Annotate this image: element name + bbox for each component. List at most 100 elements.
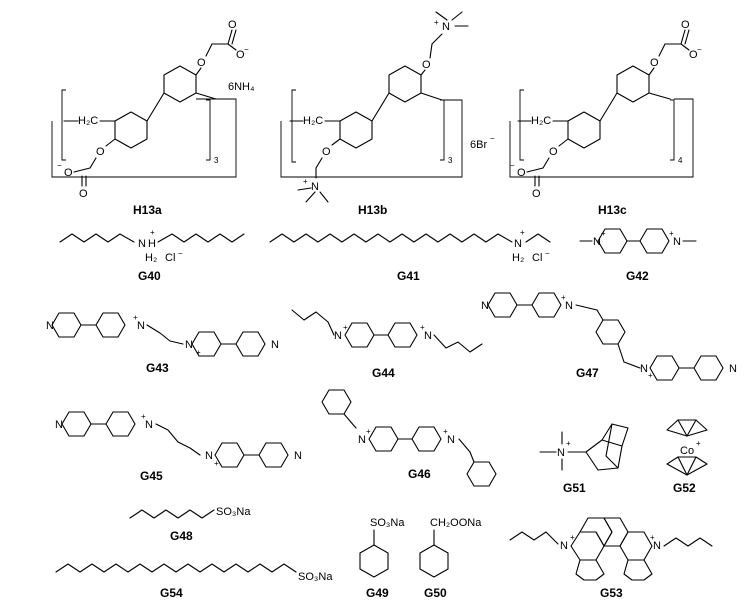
h13b-ammonium-top: N bbox=[442, 21, 450, 33]
g47-nitrogen-1: N bbox=[481, 300, 489, 312]
structure-g42: N + N + G42 bbox=[579, 228, 697, 283]
structure-g49: SO₃Na G49 bbox=[359, 517, 405, 600]
svg-text:H₂: H₂ bbox=[145, 252, 157, 264]
h13a-methylene: H₂C bbox=[78, 115, 98, 127]
label-h13a: H13a bbox=[133, 203, 162, 217]
structure-g41: N + H₂ Cl − G41 bbox=[269, 228, 551, 283]
h13b-oxygen-bottom: O bbox=[322, 146, 331, 158]
h13c-carboxylate-oxygen: O bbox=[689, 49, 698, 61]
g48-sulfonate: SO₃Na bbox=[216, 506, 251, 518]
label-g52: G52 bbox=[673, 481, 696, 495]
svg-text:4: 4 bbox=[678, 156, 683, 165]
svg-text:+: + bbox=[601, 229, 606, 238]
g45-nitrogen-4: N bbox=[294, 450, 302, 462]
label-g40: G40 bbox=[138, 269, 161, 283]
g44-nitrogen-right: N bbox=[424, 330, 432, 342]
label-g44: G44 bbox=[372, 366, 395, 380]
h13c-oxygen-bottom: O bbox=[549, 146, 558, 158]
g46-nitrogen-left: N bbox=[358, 434, 366, 446]
svg-text:+: + bbox=[366, 427, 371, 436]
h13b-methylene: H₂C bbox=[303, 115, 323, 127]
structure-g45: N N + N + N G45 bbox=[55, 411, 302, 483]
label-h13b: H13b bbox=[358, 203, 387, 217]
svg-text:+: + bbox=[696, 439, 701, 448]
h13a-lower-carboxylate-oxygen: O bbox=[64, 167, 73, 179]
svg-text:+: + bbox=[648, 371, 653, 380]
label-g53: G53 bbox=[600, 586, 623, 600]
svg-text:+: + bbox=[150, 228, 155, 237]
svg-text:−: − bbox=[510, 161, 515, 170]
h13a-oxygen-top: O bbox=[197, 57, 206, 69]
h13c-carbonyl-oxygen: O bbox=[681, 19, 690, 31]
structure-g47: N N + N + N G47 bbox=[481, 292, 737, 381]
svg-text:+: + bbox=[343, 323, 348, 332]
g50-carboxylate: CH₂OONa bbox=[430, 517, 482, 529]
label-g43: G43 bbox=[146, 361, 169, 375]
svg-text:+: + bbox=[303, 177, 308, 186]
structure-g48: SO₃Na G48 bbox=[129, 506, 251, 543]
g42-nitrogen-right: N bbox=[673, 236, 681, 248]
svg-text:+: + bbox=[566, 439, 571, 448]
structure-g46: N + N + G46 bbox=[321, 389, 497, 487]
g41-chloride: Cl bbox=[532, 252, 542, 264]
h13a-carboxylate-oxygen: O bbox=[236, 49, 245, 61]
structure-h13c: O O O − H₂C O O O − 4 H13c bbox=[509, 19, 702, 217]
g47-nitrogen-3: N bbox=[640, 363, 648, 375]
structure-g53: N + N + G53 bbox=[509, 517, 713, 600]
g47-nitrogen-2: N bbox=[565, 300, 573, 312]
g44-nitrogen-left: N bbox=[334, 330, 342, 342]
label-g48: G48 bbox=[170, 529, 193, 543]
g43-nitrogen-1: N bbox=[46, 320, 54, 332]
g54-sulfonate: SO₃Na bbox=[298, 571, 333, 583]
h13c-oxygen-top: O bbox=[650, 57, 659, 69]
svg-text:−: − bbox=[490, 134, 495, 143]
svg-text:+: + bbox=[650, 533, 655, 542]
svg-text:+: + bbox=[214, 459, 219, 468]
g40-chloride: Cl bbox=[165, 252, 175, 264]
svg-text:+: + bbox=[141, 412, 146, 421]
g53-nitrogen-right: N bbox=[653, 540, 661, 552]
svg-text:H₂: H₂ bbox=[512, 252, 524, 264]
svg-text:−: − bbox=[697, 45, 702, 54]
g40-nitrogen: N bbox=[138, 238, 146, 250]
label-g47: G47 bbox=[576, 366, 599, 380]
g41-nitrogen: N bbox=[514, 238, 522, 250]
g43-nitrogen-3: N bbox=[185, 339, 193, 351]
label-g42: G42 bbox=[626, 269, 649, 283]
h13c-methylene: H₂C bbox=[531, 115, 551, 127]
h13a-carbonyl-oxygen: O bbox=[228, 19, 237, 31]
svg-text:−: − bbox=[57, 161, 62, 170]
svg-text:+: + bbox=[669, 229, 674, 238]
g43-nitrogen-2: N bbox=[137, 320, 145, 332]
svg-text:+: + bbox=[434, 18, 439, 27]
g42-nitrogen-left: N bbox=[593, 236, 601, 248]
h13b-counterion: 6Br bbox=[470, 139, 487, 151]
svg-text:+: + bbox=[570, 533, 575, 542]
label-g45: G45 bbox=[140, 469, 163, 483]
svg-text:−: − bbox=[545, 249, 550, 258]
svg-text:+: + bbox=[196, 348, 201, 357]
structure-g43: N N + N + N G43 bbox=[46, 312, 279, 375]
structure-g52: Co + G52 bbox=[666, 419, 708, 495]
label-g41: G41 bbox=[397, 269, 420, 283]
structure-g40: N H + H₂ Cl − G40 bbox=[59, 228, 245, 283]
svg-text:+: + bbox=[520, 228, 525, 237]
g49-sulfonate: SO₃Na bbox=[370, 517, 405, 529]
svg-text:+: + bbox=[443, 427, 448, 436]
h13b-ammonium-bottom: N bbox=[311, 181, 319, 193]
g51-nitrogen: N bbox=[557, 447, 565, 459]
label-g54: G54 bbox=[160, 586, 183, 600]
structure-g54: SO₃Na G54 bbox=[55, 563, 333, 600]
structure-g44: N + N + G44 bbox=[291, 309, 483, 380]
svg-text:3: 3 bbox=[214, 156, 219, 165]
label-g46: G46 bbox=[408, 467, 431, 481]
svg-text:−: − bbox=[244, 45, 249, 54]
h13a-lower-carbonyl-oxygen: O bbox=[79, 188, 88, 200]
svg-text:+: + bbox=[561, 293, 566, 302]
svg-text:+: + bbox=[133, 313, 138, 322]
h13b-oxygen-top: O bbox=[422, 59, 431, 71]
svg-text:+: + bbox=[420, 323, 425, 332]
g46-nitrogen-right: N bbox=[447, 434, 455, 446]
h13a-counterion: 6NH₄ bbox=[228, 81, 255, 93]
